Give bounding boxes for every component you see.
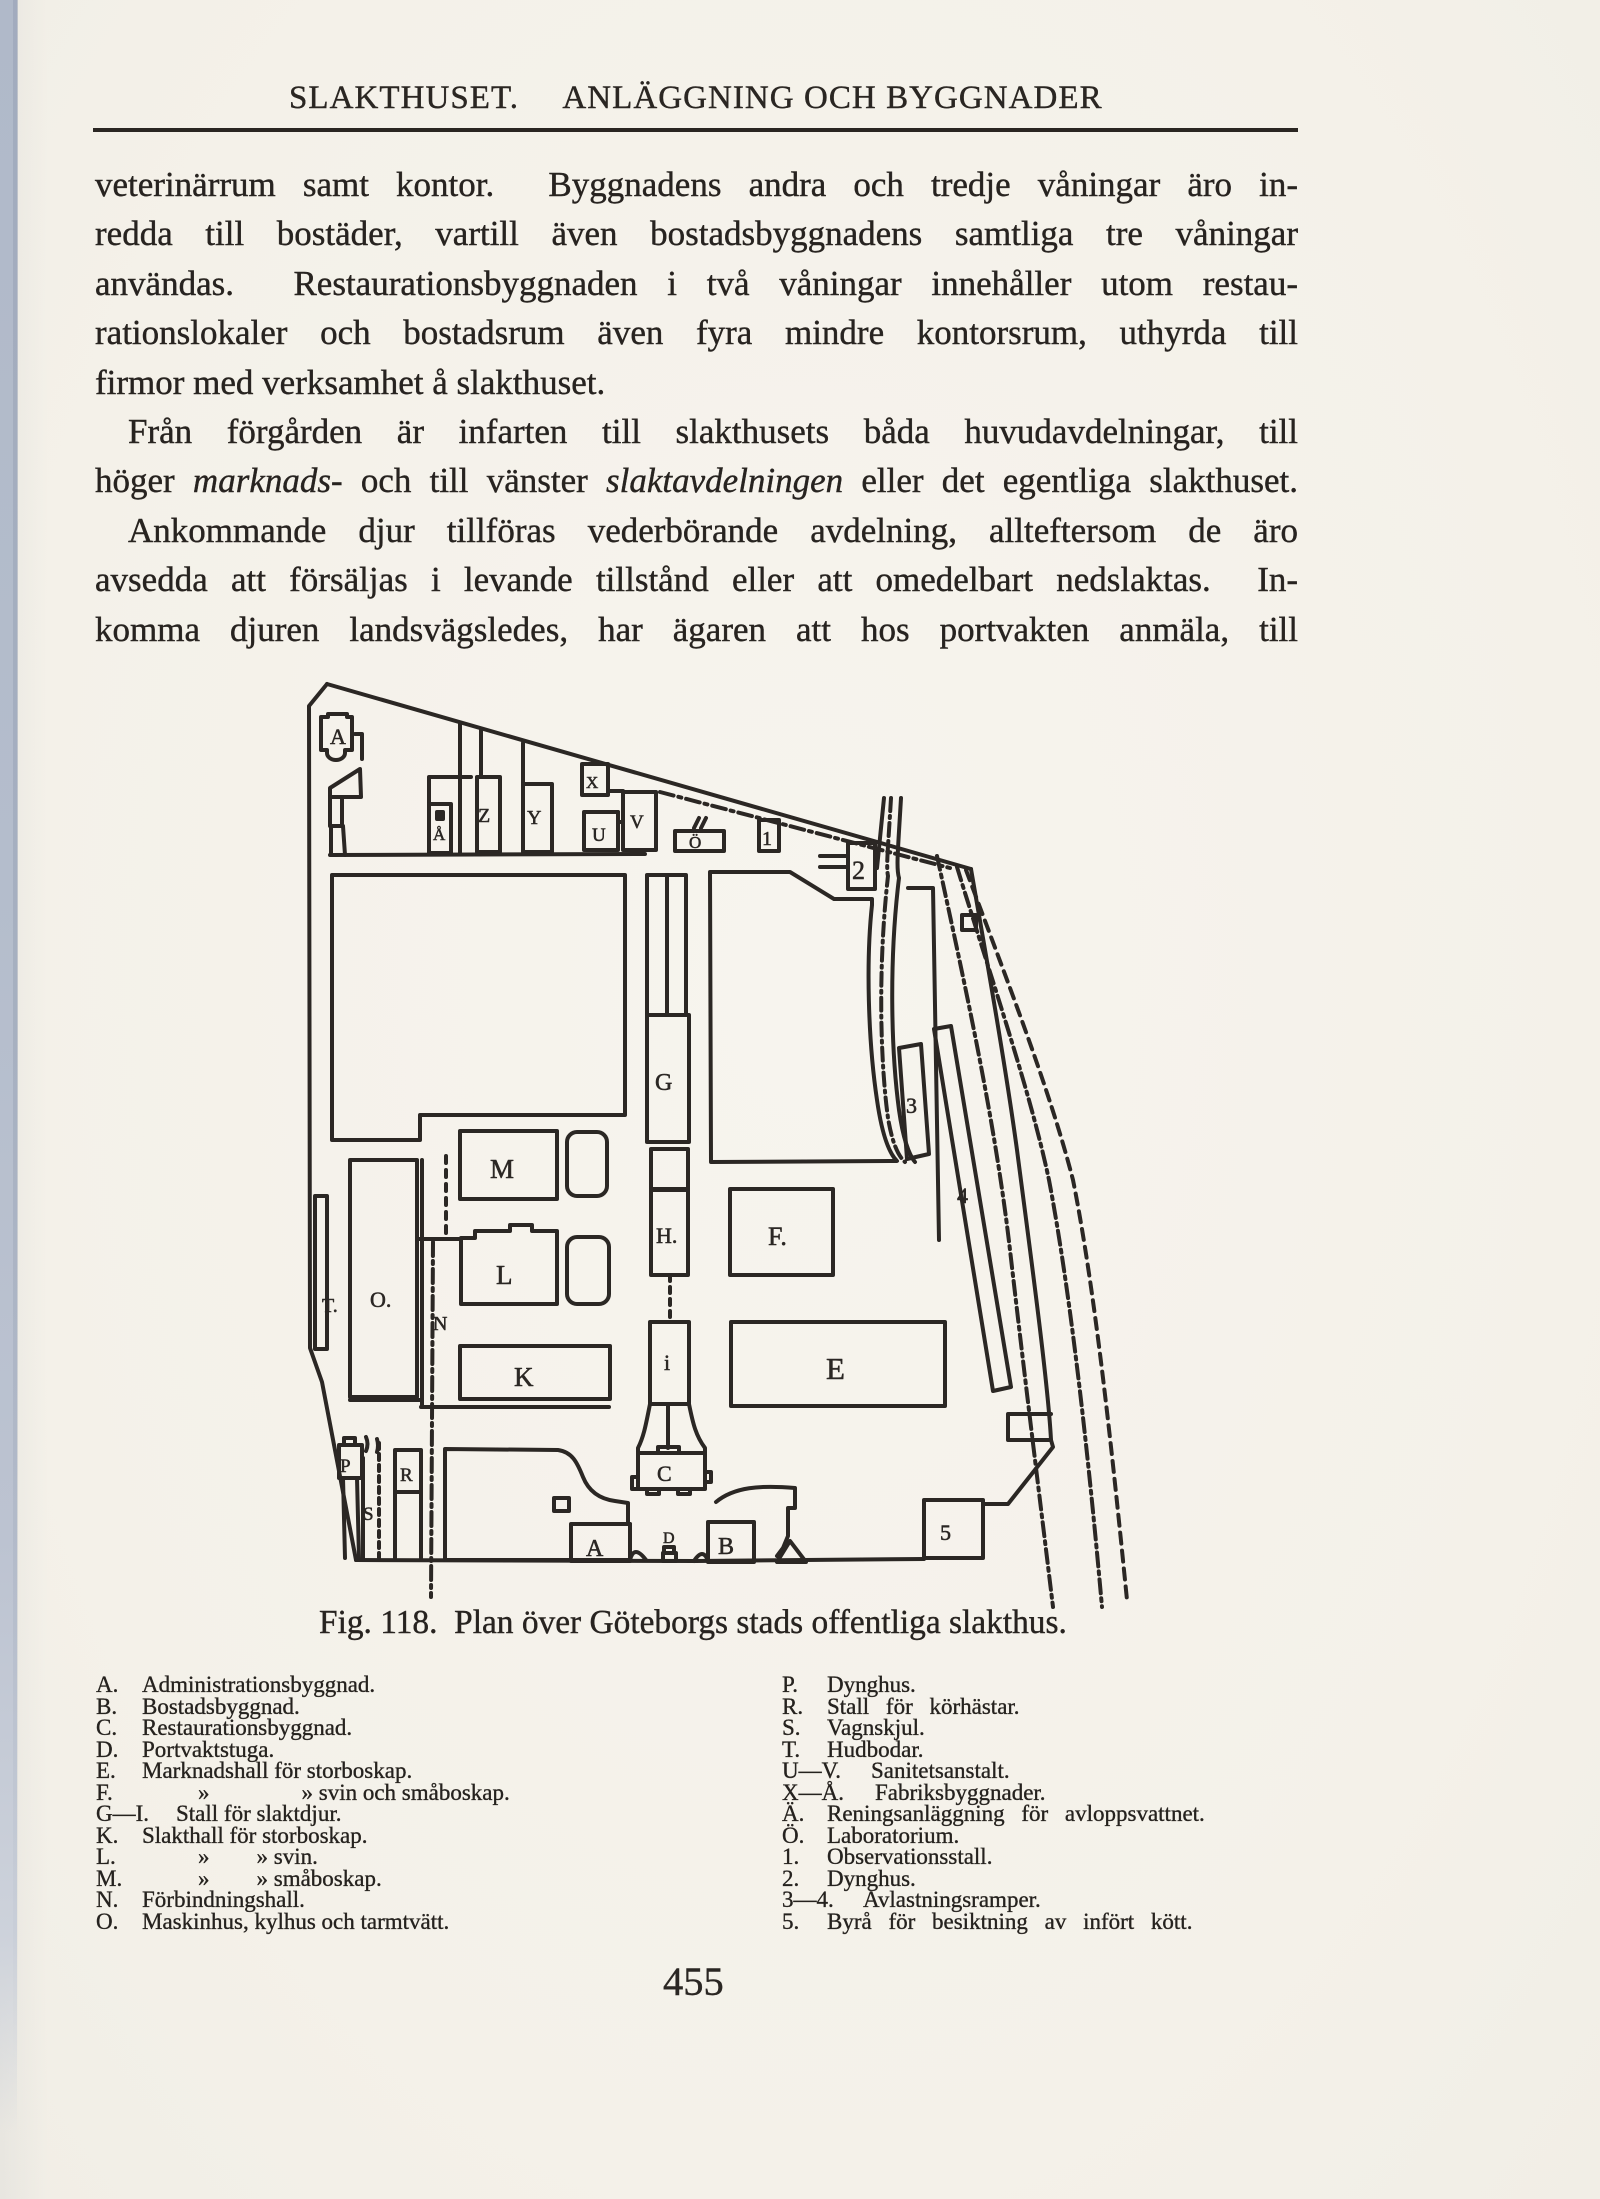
svg-text:1: 1	[762, 828, 772, 850]
svg-text:G: G	[655, 1070, 672, 1096]
svg-text:T.: T.	[322, 1295, 338, 1317]
svg-text:P: P	[340, 1456, 351, 1477]
svg-text:i: i	[664, 1350, 670, 1375]
svg-text:O.: O.	[370, 1287, 391, 1312]
svg-text:Z: Z	[478, 805, 490, 827]
svg-text:K: K	[514, 1362, 534, 1392]
svg-text:D: D	[663, 1530, 675, 1547]
svg-text:2: 2	[852, 856, 865, 885]
svg-text:F.: F.	[768, 1222, 787, 1251]
svg-text:E: E	[826, 1351, 845, 1386]
svg-text:Ö: Ö	[689, 833, 701, 852]
svg-text:S: S	[363, 1504, 374, 1525]
svg-text:B: B	[718, 1534, 734, 1560]
svg-text:Å: Å	[433, 825, 446, 844]
svg-text:C: C	[657, 1461, 672, 1486]
svg-text:Y: Y	[527, 807, 541, 829]
svg-text:A: A	[586, 1536, 604, 1562]
svg-text:V: V	[630, 812, 644, 833]
svg-text:N: N	[433, 1313, 447, 1335]
svg-text:X: X	[586, 773, 598, 792]
svg-text:5: 5	[940, 1520, 951, 1545]
svg-text:U: U	[592, 825, 606, 846]
svg-text:4: 4	[957, 1183, 968, 1208]
svg-text:L: L	[496, 1260, 513, 1290]
svg-text:M: M	[490, 1154, 514, 1184]
svg-text:H.: H.	[656, 1223, 677, 1248]
svg-text:A: A	[330, 724, 346, 749]
svg-text:R: R	[400, 1465, 413, 1486]
svg-text:3: 3	[906, 1093, 917, 1118]
